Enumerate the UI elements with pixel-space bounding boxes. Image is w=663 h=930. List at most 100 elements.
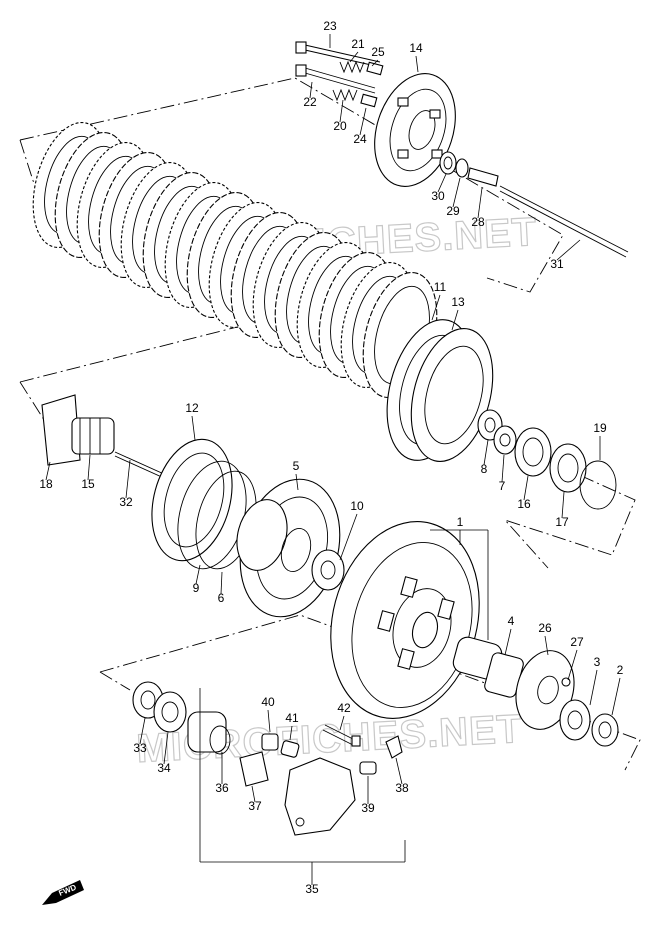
spring-21 bbox=[339, 60, 365, 74]
callout-10: 10 bbox=[350, 499, 364, 513]
washer-7 bbox=[493, 425, 517, 455]
callout-36: 36 bbox=[215, 781, 229, 795]
callout-12: 12 bbox=[185, 401, 199, 415]
leader-line bbox=[191, 415, 196, 441]
leader-line bbox=[309, 81, 313, 99]
callout-35: 35 bbox=[305, 882, 319, 896]
leader-line bbox=[589, 669, 598, 706]
ring-29 bbox=[455, 158, 469, 178]
leader-line bbox=[359, 107, 367, 136]
plate-13 bbox=[410, 328, 494, 462]
clutch-plate-stack bbox=[32, 122, 438, 398]
leader-line bbox=[452, 177, 461, 208]
callout-24: 24 bbox=[353, 132, 367, 146]
leader-line bbox=[451, 309, 459, 331]
piston-36 bbox=[187, 711, 231, 755]
cap-39 bbox=[359, 761, 377, 775]
washer-10 bbox=[311, 549, 345, 591]
pressure-plate bbox=[374, 73, 456, 187]
callout-37: 37 bbox=[248, 799, 262, 813]
pushrod-piece-28 bbox=[467, 167, 499, 187]
leader-line bbox=[501, 454, 505, 483]
callout-11: 11 bbox=[434, 280, 447, 294]
callout-17: 17 bbox=[555, 515, 569, 529]
pushrod-31 bbox=[499, 185, 629, 258]
plate-12 bbox=[151, 438, 233, 562]
pin-25 bbox=[366, 61, 384, 76]
callout-21: 21 bbox=[351, 37, 365, 51]
cam-17 bbox=[549, 443, 587, 493]
callout-13: 13 bbox=[451, 295, 465, 309]
leader-line bbox=[504, 628, 512, 656]
leader-line bbox=[544, 635, 549, 656]
leader-line bbox=[220, 571, 223, 595]
callout-25: 25 bbox=[371, 45, 385, 59]
bolt-42 bbox=[322, 724, 361, 747]
bleeder-38 bbox=[385, 735, 403, 759]
callout-20: 20 bbox=[333, 119, 347, 133]
leader-line bbox=[289, 725, 293, 741]
leader-line bbox=[163, 731, 169, 765]
leader-line bbox=[561, 491, 565, 519]
leader-line bbox=[295, 473, 299, 491]
callout-14: 14 bbox=[409, 41, 423, 55]
seal-34 bbox=[153, 691, 187, 733]
gear-26 bbox=[515, 650, 575, 730]
release-cylinder-body bbox=[284, 757, 356, 836]
leader-line bbox=[523, 475, 529, 501]
callout-27: 27 bbox=[570, 635, 584, 649]
spring-20 bbox=[332, 88, 358, 102]
leader-line bbox=[567, 649, 578, 681]
callout-6: 6 bbox=[218, 591, 225, 605]
callout-32: 32 bbox=[119, 495, 133, 509]
frame-plates bbox=[19, 77, 564, 293]
leader-line bbox=[349, 51, 359, 63]
callout-2: 2 bbox=[617, 663, 624, 677]
callout-22: 22 bbox=[303, 95, 317, 109]
pin-27 bbox=[561, 677, 571, 687]
leader-line bbox=[371, 59, 379, 67]
leader-line bbox=[437, 173, 447, 193]
frame-hub bbox=[19, 324, 636, 569]
callout-16: 16 bbox=[517, 497, 531, 511]
callout-8: 8 bbox=[481, 462, 488, 476]
leader-line bbox=[395, 757, 403, 785]
callout-3: 3 bbox=[594, 655, 601, 669]
callout-9: 9 bbox=[193, 581, 200, 595]
leader-line bbox=[477, 187, 483, 219]
bracket-18 bbox=[41, 394, 81, 466]
callout-28: 28 bbox=[471, 215, 485, 229]
boot-37 bbox=[239, 751, 269, 787]
callout-15: 15 bbox=[81, 477, 95, 491]
pin-41 bbox=[280, 740, 300, 758]
callout-23: 23 bbox=[323, 19, 337, 33]
leader-line bbox=[251, 785, 256, 803]
callout-4: 4 bbox=[508, 614, 515, 628]
callout-29: 29 bbox=[446, 204, 460, 218]
leader-line bbox=[483, 439, 489, 466]
frame-release bbox=[99, 614, 641, 771]
leader-line bbox=[45, 461, 51, 481]
leader-line bbox=[415, 55, 419, 73]
callout-33: 33 bbox=[133, 741, 147, 755]
callout-42: 42 bbox=[337, 701, 351, 715]
callout-30: 30 bbox=[431, 189, 445, 203]
circlip-19 bbox=[579, 460, 617, 510]
callout-5: 5 bbox=[293, 459, 300, 473]
bolt-23 bbox=[295, 41, 381, 68]
callout-7: 7 bbox=[499, 479, 506, 493]
leader-line bbox=[139, 717, 146, 745]
callout-39: 39 bbox=[361, 801, 375, 815]
leader-line bbox=[339, 99, 344, 123]
cam-16 bbox=[514, 427, 552, 477]
leader-line bbox=[195, 564, 201, 585]
leader-line bbox=[339, 513, 358, 561]
callout-26: 26 bbox=[538, 621, 552, 635]
leader-line bbox=[611, 677, 621, 716]
bolt-22 bbox=[295, 64, 376, 94]
nut-2 bbox=[591, 713, 619, 747]
leader-line bbox=[267, 709, 271, 733]
leader-line bbox=[125, 459, 131, 499]
